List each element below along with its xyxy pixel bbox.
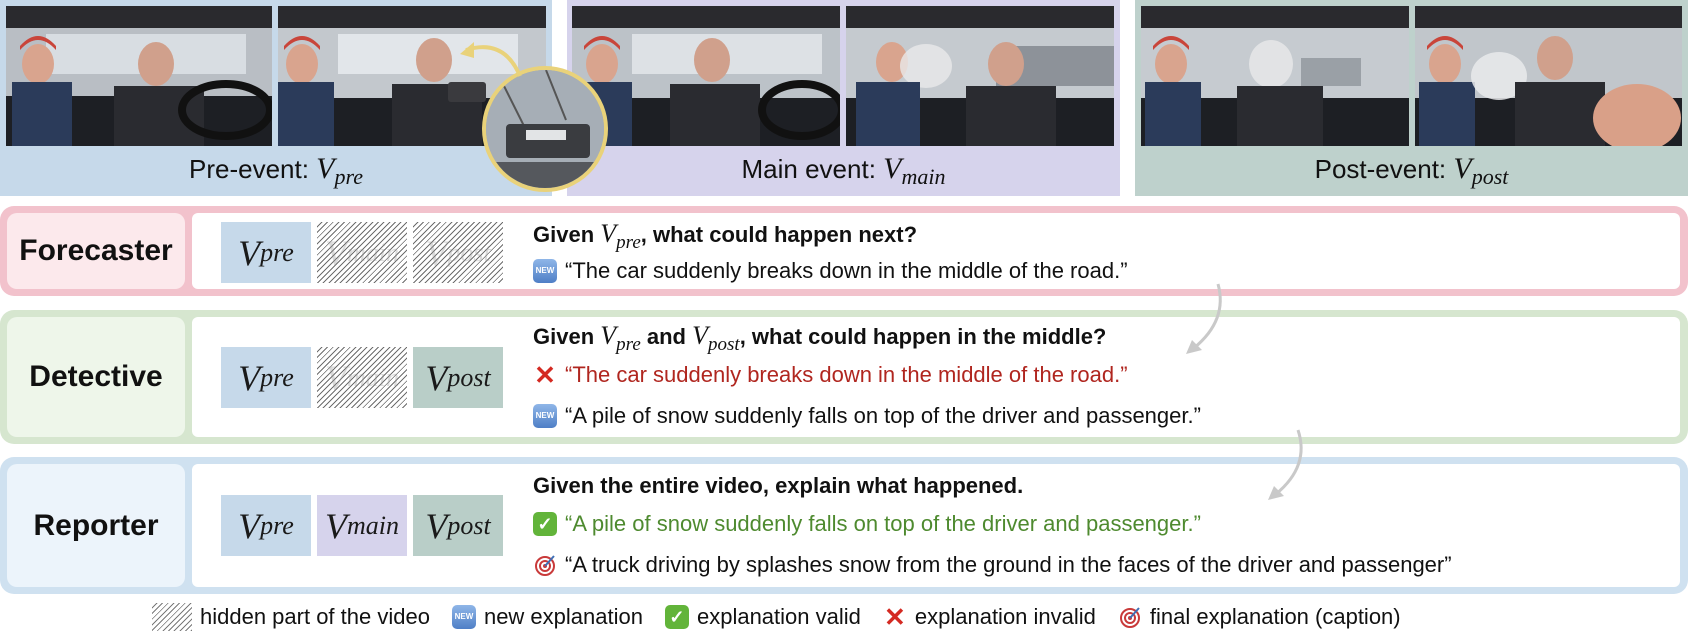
new-explanation-icon: NEW (533, 404, 557, 428)
reporter-role-label: Reporter (7, 464, 185, 587)
legend-final: final explanation (caption) (1118, 604, 1401, 630)
reporter-question: Given the entire video, explain what hap… (533, 473, 1024, 498)
main-event-label: Main event: Vmain (567, 152, 1120, 190)
final-target-icon (1119, 607, 1140, 628)
pre-event-subscript: pre (334, 164, 363, 189)
question-text: Given (533, 324, 601, 349)
legend-final-text: final explanation (caption) (1149, 604, 1401, 629)
post-event-label: Post-event: Vpost (1135, 152, 1688, 190)
forecaster-role-label: Forecaster (7, 213, 185, 289)
reporter-valid-explanation: “A pile of snow suddenly falls on top of… (565, 511, 1201, 536)
chip-symbol: V (325, 232, 347, 273)
post-event-frame-2 (1415, 6, 1682, 146)
main-event-symbol: V (883, 152, 902, 185)
legend-hidden: hidden part of the video (152, 603, 430, 631)
chip-subscript: main (347, 362, 399, 392)
forecaster-question: Given Vpre, what could happen next? (533, 219, 917, 254)
chip-symbol: V (325, 357, 347, 398)
legend-invalid-text: explanation invalid (914, 604, 1096, 629)
zoom-arrow (460, 42, 522, 77)
new-explanation-icon: NEW (533, 259, 557, 283)
hidden-hatch-icon (152, 603, 192, 631)
detective-line-2: NEW “A pile of snow suddenly falls on to… (533, 403, 1201, 429)
question-text: and (640, 324, 693, 349)
forecaster-line-1: NEW “The car suddenly breaks down in the… (533, 258, 1128, 284)
detective-role-label: Detective (7, 317, 185, 437)
post-event-panel: Post-event: Vpost (1135, 0, 1688, 196)
question-subscript: pre (616, 334, 641, 355)
chip-subscript: pre (260, 362, 294, 392)
post-event-label-text: Post-event: (1314, 154, 1454, 184)
invalid-x-icon: ✕ (534, 360, 556, 390)
final-target-icon (535, 555, 555, 576)
chip-symbol: V (238, 505, 261, 546)
main-event-label-text: Main event: (741, 154, 884, 184)
chip-symbol: V (425, 505, 448, 546)
question-subscript: pre (616, 232, 641, 253)
reporter-line-1: ✓ “A pile of snow suddenly falls on top … (533, 511, 1201, 537)
chip-symbol: V (238, 232, 261, 273)
chip-symbol: V (325, 505, 347, 546)
legend-valid: ✓ explanation valid (664, 604, 861, 630)
arrow-forecaster-to-detective (1186, 283, 1222, 354)
main-event-panel: Main event: Vmain (567, 0, 1120, 196)
detective-invalid-explanation: “The car suddenly breaks down in the mid… (565, 362, 1128, 387)
question-symbol: V (692, 321, 708, 350)
legend-valid-text: explanation valid (696, 604, 861, 629)
chip-symbol: V (238, 357, 261, 398)
pre-event-label: Pre-event: Vpre (0, 152, 552, 190)
pre-event-symbol: V (316, 152, 335, 185)
chip-subscript: post (447, 510, 491, 540)
arrow-detective-to-reporter (1268, 429, 1303, 500)
legend-new: NEW new explanation (451, 604, 643, 630)
chip-subscript: pre (260, 510, 294, 540)
main-event-frame-1 (572, 6, 840, 146)
chip-subscript: main (347, 510, 399, 540)
detective-line-1: ✕ “The car suddenly breaks down in the m… (533, 360, 1128, 390)
legend-new-text: new explanation (483, 604, 643, 629)
pre-event-label-text: Pre-event: (188, 154, 317, 184)
forecaster-explanation: “The car suddenly breaks down in the mid… (565, 258, 1128, 283)
chip-symbol: V (425, 357, 448, 398)
main-event-frame-2 (846, 6, 1114, 146)
chip-subscript: main (347, 237, 399, 267)
detective-new-explanation: “A pile of snow suddenly falls on top of… (565, 403, 1201, 428)
post-event-frame-1 (1141, 6, 1409, 146)
legend: hidden part of the video NEW new explana… (152, 603, 1423, 631)
invalid-x-icon: ✕ (883, 602, 906, 632)
pre-event-panel: Pre-event: Vpre (0, 0, 552, 196)
chip-subscript: pre (260, 237, 294, 267)
zoom-inset (482, 66, 608, 192)
chip-symbol: V (425, 232, 448, 273)
legend-invalid: ✕ explanation invalid (883, 604, 1096, 630)
question-text: , what could happen in the middle? (739, 324, 1107, 349)
detective-question: Given Vpre and Vpost, what could happen … (533, 321, 1106, 356)
question-subscript: post (708, 334, 740, 355)
question-symbol: V (600, 219, 617, 248)
post-event-subscript: post (1471, 164, 1509, 189)
question-text: , what could happen next? (640, 222, 918, 247)
legend-hidden-text: hidden part of the video (200, 604, 430, 629)
post-event-symbol: V (1453, 152, 1472, 185)
question-symbol: V (600, 321, 617, 350)
main-event-subscript: main (901, 164, 946, 189)
valid-check-icon: ✓ (664, 605, 689, 629)
new-explanation-icon: NEW (451, 605, 476, 629)
chip-subscript: post (447, 237, 491, 267)
valid-check-icon: ✓ (533, 512, 557, 536)
reporter-final-explanation: “A truck driving by splashes snow from t… (565, 552, 1452, 577)
chip-subscript: post (447, 362, 491, 392)
reporter-line-2: “A truck driving by splashes snow from t… (533, 552, 1452, 578)
pre-event-frame-1 (6, 6, 272, 146)
question-text: Given (533, 222, 601, 247)
